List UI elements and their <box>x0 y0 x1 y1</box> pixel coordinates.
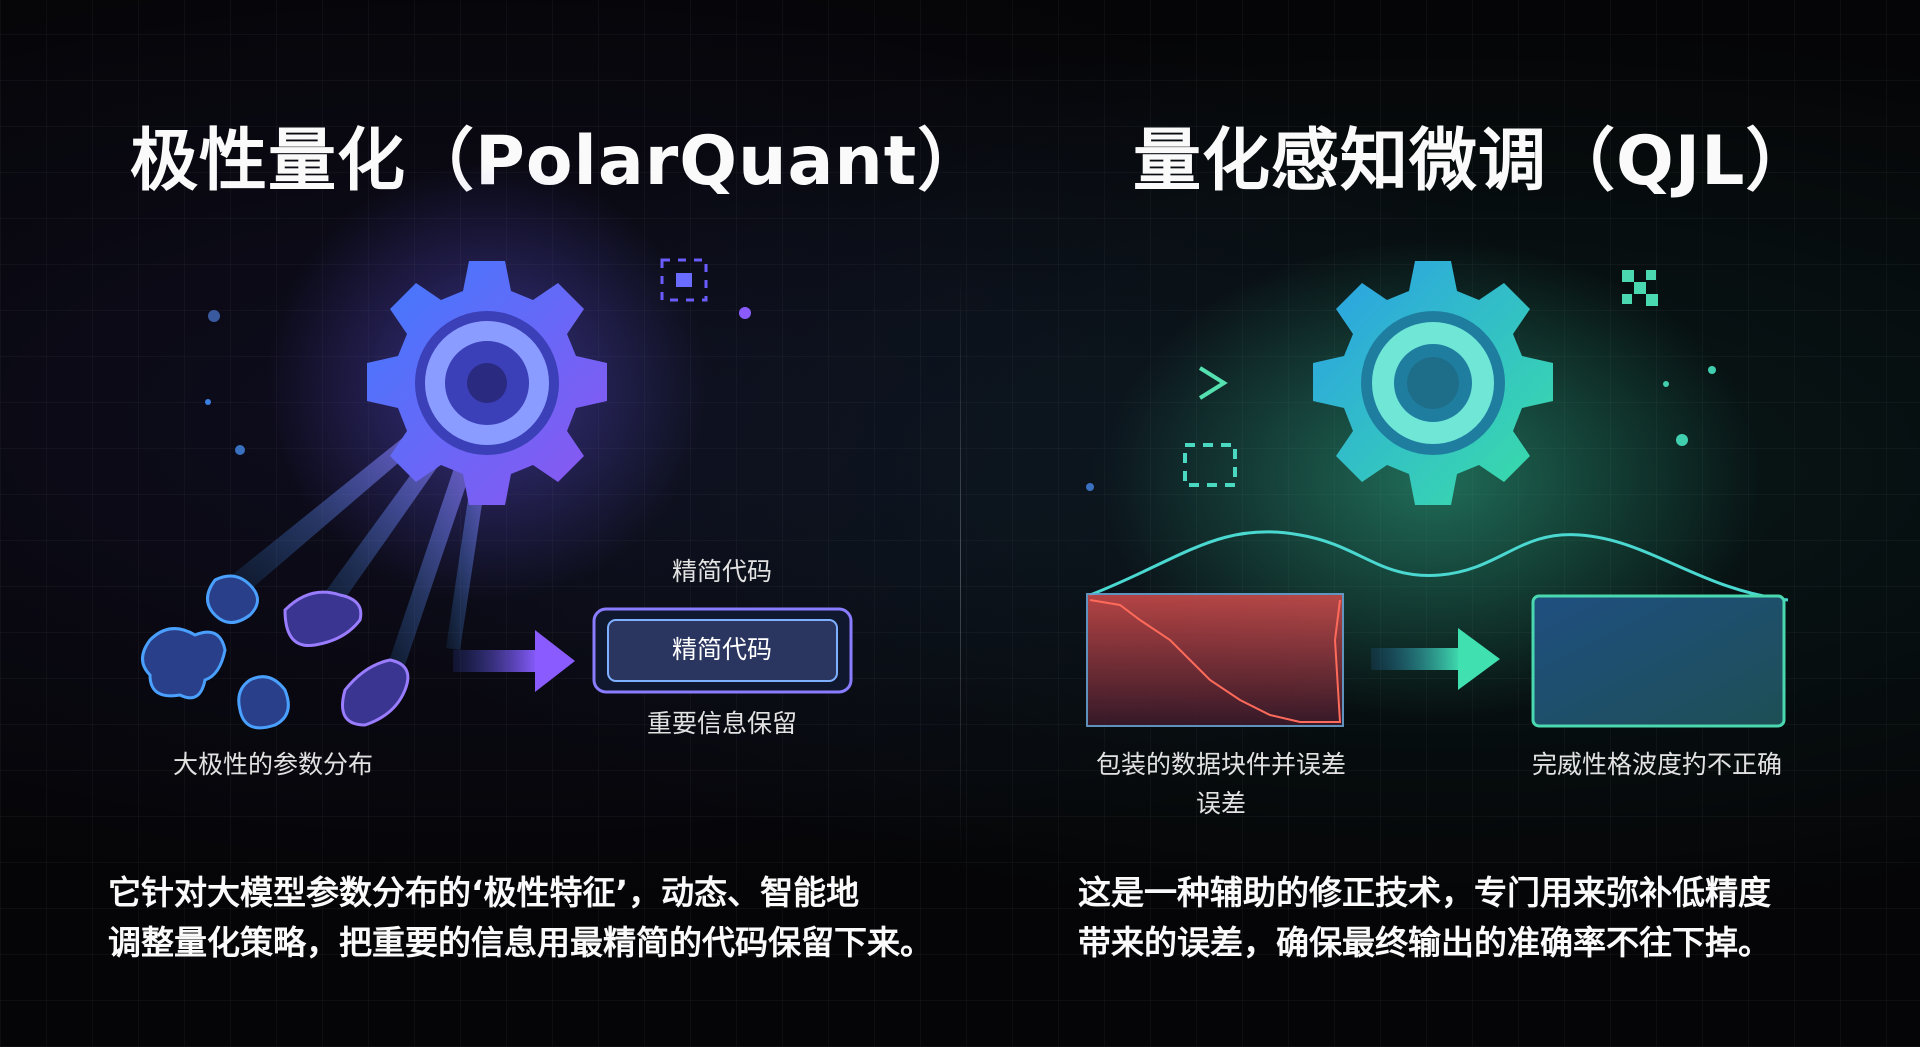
box-bottom-label: 重要信息保留 <box>646 709 798 738</box>
right-description-line1: 这是一种辅助的修正技术，专门用来弥补低精度 <box>1078 873 1771 912</box>
left-gear-icon <box>367 261 607 505</box>
error-caption-line1: 包装的数据块件并误差 <box>1095 750 1347 779</box>
left-description: 它针对大模型参数分布的‘极性特征’，动态、智能地 调整量化策略，把重要的信息用最… <box>108 868 933 968</box>
right-gear-icon <box>1313 261 1553 505</box>
right-description: 这是一种辅助的修正技术，专门用来弥补低精度 带来的误差，确保最终输出的准确率不往… <box>1078 868 1771 968</box>
right-title: 量化感知微调（QJL） <box>1133 122 1815 201</box>
transition-arrow <box>692 366 1228 400</box>
box-label: 精简代码 <box>671 635 773 664</box>
code-box <box>592 607 853 694</box>
pixel-icons <box>660 258 1658 487</box>
box-top-label: 精简代码 <box>671 557 773 586</box>
error-data-block <box>1086 593 1344 727</box>
right-small-arrow <box>1371 628 1500 690</box>
particles <box>205 307 1716 491</box>
center-divider <box>960 263 961 863</box>
corrected-data-block <box>1531 594 1786 728</box>
left-description-line1: 它针对大模型参数分布的‘极性特征’，动态、智能地 <box>108 873 860 912</box>
fixed-caption: 完威性格波度扚不正确 <box>1531 750 1783 779</box>
error-caption-line2: 误差 <box>1195 789 1247 818</box>
right-description-line2: 带来的误差，确保最终输出的准确率不往下掉。 <box>1078 923 1771 962</box>
left-description-line2: 调整量化策略，把重要的信息用最精简的代码保留下来。 <box>108 923 933 962</box>
blob-caption: 大极性的参数分布 <box>172 750 374 779</box>
error-wave <box>1089 530 1789 602</box>
left-small-arrow <box>453 630 575 692</box>
parameter-blobs <box>141 574 410 730</box>
